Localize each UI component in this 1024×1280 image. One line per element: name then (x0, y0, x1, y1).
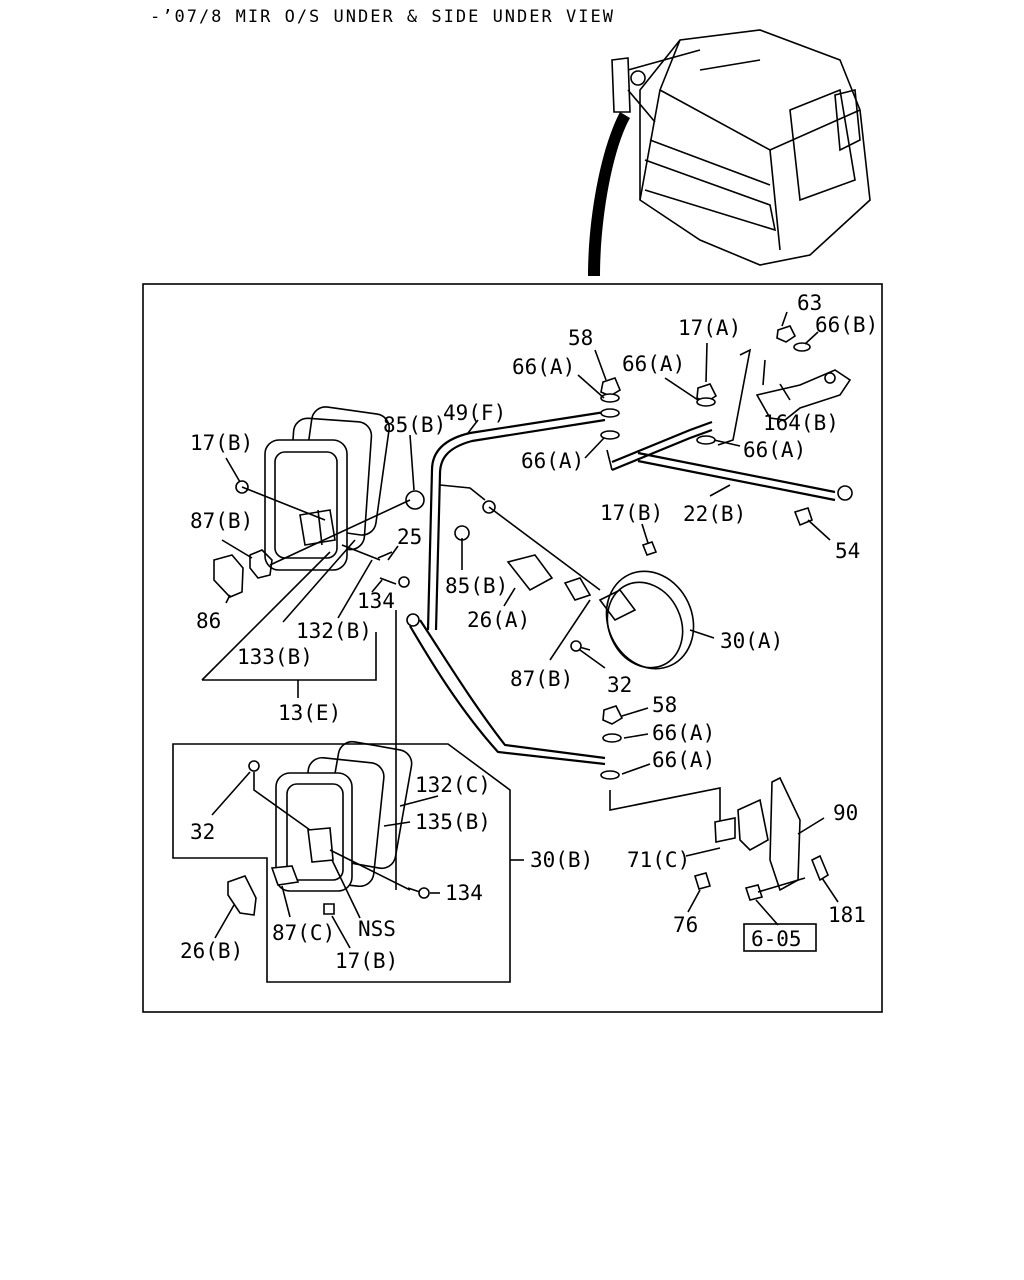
callout-labels: 63 66(B) 58 17(A) 66(A) 66(A) 49(F) 85(B… (180, 291, 878, 973)
callout-164b: 164(B) (763, 411, 839, 435)
under-mirror-30a (506, 541, 695, 670)
callout-71c: 71(C) (627, 848, 690, 872)
bracket-90 (693, 776, 830, 901)
callout-85b-2: 85(B) (445, 574, 508, 598)
callout-nss: NSS (358, 917, 396, 941)
callout-66a-2: 66(A) (622, 352, 685, 376)
callout-66a-1: 66(A) (512, 355, 575, 379)
leader-lines (201, 311, 839, 949)
callout-30a: 30(A) (720, 629, 783, 653)
callout-135b: 135(B) (415, 810, 491, 834)
callout-85b-1: 85(B) (383, 413, 446, 437)
callout-32-2: 32 (190, 820, 215, 844)
callout-87b-1: 87(B) (190, 509, 253, 533)
callout-86: 86 (196, 609, 221, 633)
callout-32-1: 32 (607, 673, 632, 697)
callout-17a: 17(A) (678, 316, 741, 340)
main-mirror-assembly (213, 406, 425, 598)
callout-181: 181 (828, 903, 866, 927)
callout-66a-4: 66(A) (743, 438, 806, 462)
stay-bar-49f (395, 410, 606, 890)
callout-132c: 132(C) (415, 773, 491, 797)
callout-22b: 22(B) (683, 502, 746, 526)
top-fasteners (600, 325, 811, 471)
callout-66a-3: 66(A) (521, 449, 584, 473)
callout-66b-top: 66(B) (815, 313, 878, 337)
mid-fasteners (600, 705, 721, 825)
callout-132b: 132(B) (296, 619, 372, 643)
stay-22b (611, 348, 853, 527)
callout-17b-2: 17(B) (600, 501, 663, 525)
callout-25: 25 (397, 525, 422, 549)
callout-87b-2: 87(B) (510, 667, 573, 691)
callout-6-05: 6-05 (751, 927, 802, 951)
callout-66a-6: 66(A) (652, 748, 715, 772)
callout-87c: 87(C) (272, 921, 335, 945)
reference-box-6-05 (743, 923, 817, 952)
callout-133b: 133(B) (237, 645, 313, 669)
callout-58-mid: 58 (652, 693, 677, 717)
callout-134-2: 134 (445, 881, 483, 905)
callout-54: 54 (835, 539, 860, 563)
callout-58-top: 58 (568, 326, 593, 350)
callout-76: 76 (673, 913, 698, 937)
callout-63: 63 (797, 291, 822, 315)
callout-26b: 26(B) (180, 939, 243, 963)
callout-90: 90 (833, 801, 858, 825)
diagram-title: -’07/8 MIR O/S UNDER & SIDE UNDER VIEW (150, 7, 615, 27)
callout-26a: 26(A) (467, 608, 530, 632)
truck-cab-drawing (588, 29, 871, 276)
callout-13e: 13(E) (278, 701, 341, 725)
callout-49f: 49(F) (443, 401, 506, 425)
callout-134-1: 134 (357, 589, 395, 613)
callout-66a-5: 66(A) (652, 721, 715, 745)
callout-17b-1: 17(B) (190, 431, 253, 455)
callout-17b-3: 17(B) (335, 949, 398, 973)
callout-30b: 30(B) (530, 848, 593, 872)
detail-frame (142, 283, 883, 1013)
